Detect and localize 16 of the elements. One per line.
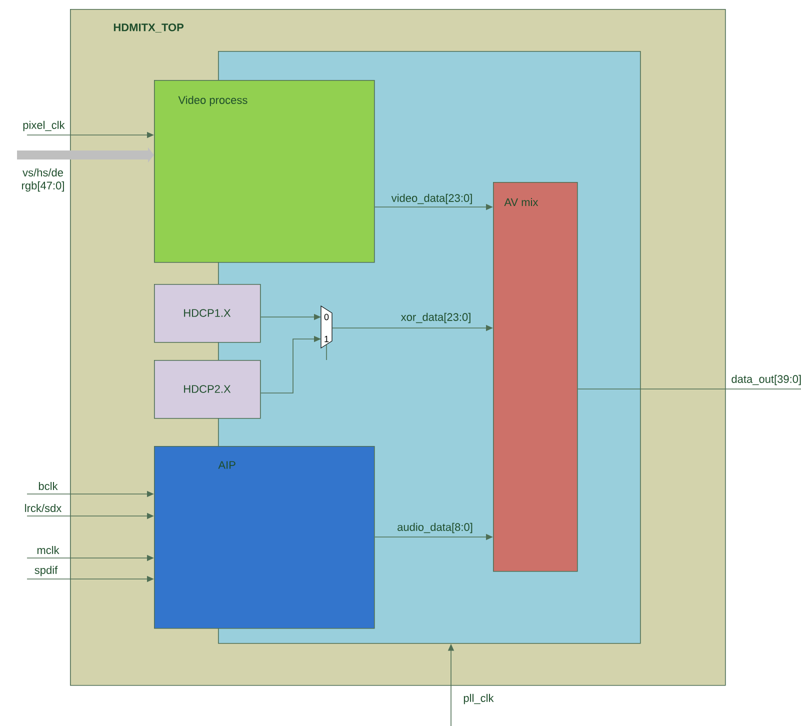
signal-label: vs/hs/de rgb[47:0] — [22, 168, 64, 192]
signal-label: pll_clk — [464, 694, 494, 704]
signal-label: audio_data[8:0] — [398, 522, 472, 534]
block-box: AIP — [154, 446, 375, 629]
block-box: AV mix — [493, 182, 578, 572]
signal-label: spdif — [34, 566, 58, 576]
signal-label: video_data[23:0] — [391, 194, 472, 204]
signal-label: mclk — [37, 546, 60, 554]
block-box: HDCP2.X — [154, 360, 261, 419]
signal-label: bclk — [38, 482, 58, 490]
signal-label: data_out[39:0] — [732, 374, 801, 386]
signal-label: xor_data[23:0] — [400, 312, 470, 324]
signal-label: pixel_clk — [23, 120, 65, 132]
block-box: Video process — [154, 80, 375, 263]
signal-label: lrck/sdx — [25, 504, 62, 512]
block-box: HDCP1.X — [154, 284, 261, 343]
